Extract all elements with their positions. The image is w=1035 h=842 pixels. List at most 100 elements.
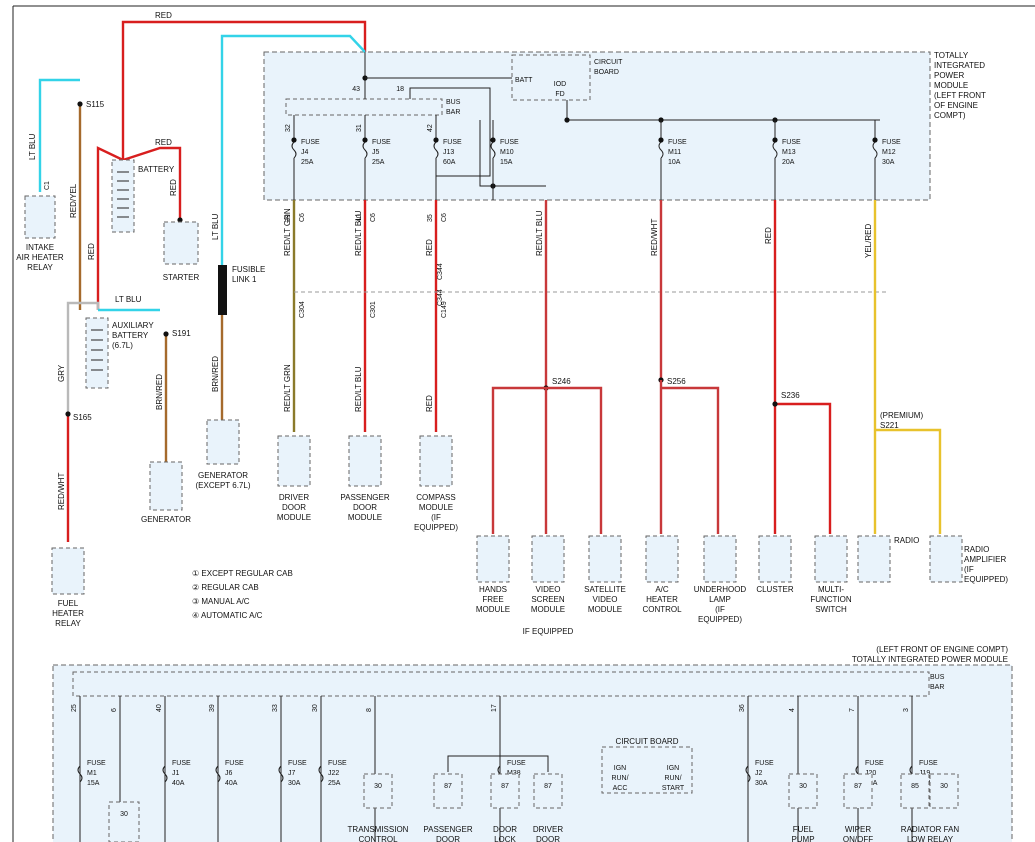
red-feed-battery: [121, 20, 367, 160]
bottom-relay-val-2: 87: [501, 783, 509, 790]
fuse-label-5-0: FUSE: [782, 139, 801, 146]
bottom-relay-val-5: 87: [854, 783, 862, 790]
s246-branches: [491, 386, 603, 534]
bottom-fuse-label-5-0: FUSE: [507, 760, 526, 767]
intake-relay-box: [24, 195, 56, 239]
bottom-relay-box-0: [363, 773, 393, 809]
output-conn-0: C6: [299, 213, 306, 222]
bottom-fuse-label-2-0: FUSE: [225, 760, 244, 767]
fuse-top-6: [872, 137, 878, 143]
c344-b: C344: [437, 289, 444, 306]
output-wire-label2-1: RED/LT BLU: [354, 366, 363, 412]
fusible-label-1: LINK 1: [232, 275, 257, 284]
generator2-label-1: (EXCEPT 6.7L): [196, 481, 251, 490]
red2-label: RED: [87, 243, 96, 260]
ign2-label-0: IGN: [667, 765, 679, 772]
bus-bar-top: [285, 98, 443, 116]
fuse-top-2: [433, 137, 439, 143]
bottom-circuit-board: [601, 746, 693, 794]
lamp-label-0: UNDERHOOD: [694, 585, 747, 594]
bottom-pin-5: 30: [312, 704, 319, 712]
bottom-name-2-0: DOOR: [493, 825, 517, 834]
fuse-label-2-0: FUSE: [443, 139, 462, 146]
fuse-label-4-0: FUSE: [668, 139, 687, 146]
brn-red-label: BRN/RED: [155, 374, 164, 410]
fuse-top-0: [291, 137, 297, 143]
output-module-0: [277, 435, 311, 487]
fuel-heater-box: [51, 547, 85, 595]
multi-label-0: MULTI-: [818, 585, 844, 594]
bottom-relay-box-1: [433, 773, 463, 809]
output-name-2-2: (IF: [431, 513, 441, 522]
bottom-name-6-1: LOW RELAY: [907, 835, 954, 842]
fuse-label-5-2: 20A: [782, 159, 795, 166]
tipm-title-2: POWER: [934, 71, 964, 80]
red-starter: [122, 146, 182, 220]
bottom-fuse-label-7-0: FUSE: [865, 760, 884, 767]
bottom-relay-box-3: [533, 773, 563, 809]
amp-label-0: RADIO: [964, 545, 989, 554]
fuse-pin-1: 31: [356, 124, 363, 132]
fuse-label-5-1: M13: [782, 149, 796, 156]
legend-item-0: ① EXCEPT REGULAR CAB: [192, 569, 293, 578]
lamp-label-3: EQUIPPED): [698, 615, 742, 624]
fuse-label-2-1: J13: [443, 149, 454, 156]
fuse-label-3-2: 15A: [500, 159, 513, 166]
bottom-pin-7: 17: [491, 704, 498, 712]
bottom-name-4-1: PUMP: [791, 835, 814, 842]
amp-box: [929, 535, 963, 583]
bottom-title-1: TOTALLY INTEGRATED POWER MODULE: [852, 655, 1008, 664]
brn-red2-label: BRN/RED: [211, 356, 220, 392]
bottom-fuse-label-3-0: FUSE: [288, 760, 307, 767]
bottom-fuse-1: [162, 765, 168, 783]
battery-label: BATTERY: [138, 165, 175, 174]
bottom-name-0-1: CONTROL: [358, 835, 398, 842]
bottom-fuse-3: [278, 765, 284, 783]
fuse-6: [872, 141, 878, 159]
fuse-pin-2: 42: [427, 124, 434, 132]
tipm-title-0: TOTALLY: [934, 51, 969, 60]
rw-label: RED/WHT: [650, 219, 659, 256]
bottom-pin-0: 25: [71, 704, 78, 712]
bus-bar-label-0: BUS: [446, 99, 461, 106]
fuse-label-0-0: FUSE: [301, 139, 320, 146]
radio-label: RADIO: [894, 536, 919, 545]
lt-blu3-label: LT BLU: [211, 213, 220, 240]
tipm-title-1: INTEGRATED: [934, 61, 985, 70]
bottom-pin-10: 7: [849, 708, 856, 712]
bottom-fuse-label-2-1: J6: [225, 770, 233, 777]
red-cluster: [773, 200, 832, 534]
output-name-0-1: DOOR: [282, 503, 306, 512]
ac-box: [645, 535, 679, 583]
intake-label-1: AIR HEATER: [16, 253, 64, 262]
sat-label-0: SATELLITE: [584, 585, 626, 594]
bottom-pin-1: 6: [111, 708, 118, 712]
video-label-1: SCREEN: [531, 595, 565, 604]
circuit-board-box: [511, 54, 591, 101]
output-module-2: [419, 435, 453, 487]
intake-label-0: INTAKE: [26, 243, 54, 252]
gry-label: GRY: [57, 364, 66, 382]
fuse-label-4-1: M11: [668, 149, 681, 156]
generator2-box: [206, 419, 240, 465]
red3-label: RED: [155, 138, 172, 147]
c344-a: C344: [437, 263, 444, 280]
s256-branches: [659, 380, 720, 534]
lamp-label-2: (IF: [715, 605, 725, 614]
hands-label-0: HANDS: [479, 585, 507, 594]
pin-43: 43: [352, 86, 360, 93]
bottom-fuse-label-8-0: FUSE: [919, 760, 938, 767]
iod-dot: [564, 117, 570, 123]
bottom-name-0-0: TRANSMISSION: [348, 825, 409, 834]
premium-label: (PREMIUM): [880, 411, 923, 420]
generator-label: GENERATOR: [141, 515, 191, 524]
bottom-relay-box-4: [788, 773, 818, 809]
ign1-label-0: IGN: [614, 765, 626, 772]
multi-label-1: FUNCTION: [810, 595, 852, 604]
hands-label-2: MODULE: [476, 605, 510, 614]
legend-item-1: ② REGULAR CAB: [192, 583, 259, 592]
relay-pin-0: 30: [120, 811, 128, 818]
ac-label-1: HEATER: [646, 595, 678, 604]
fuse-4: [658, 141, 664, 159]
fuse-label-4-2: 10A: [668, 159, 681, 166]
